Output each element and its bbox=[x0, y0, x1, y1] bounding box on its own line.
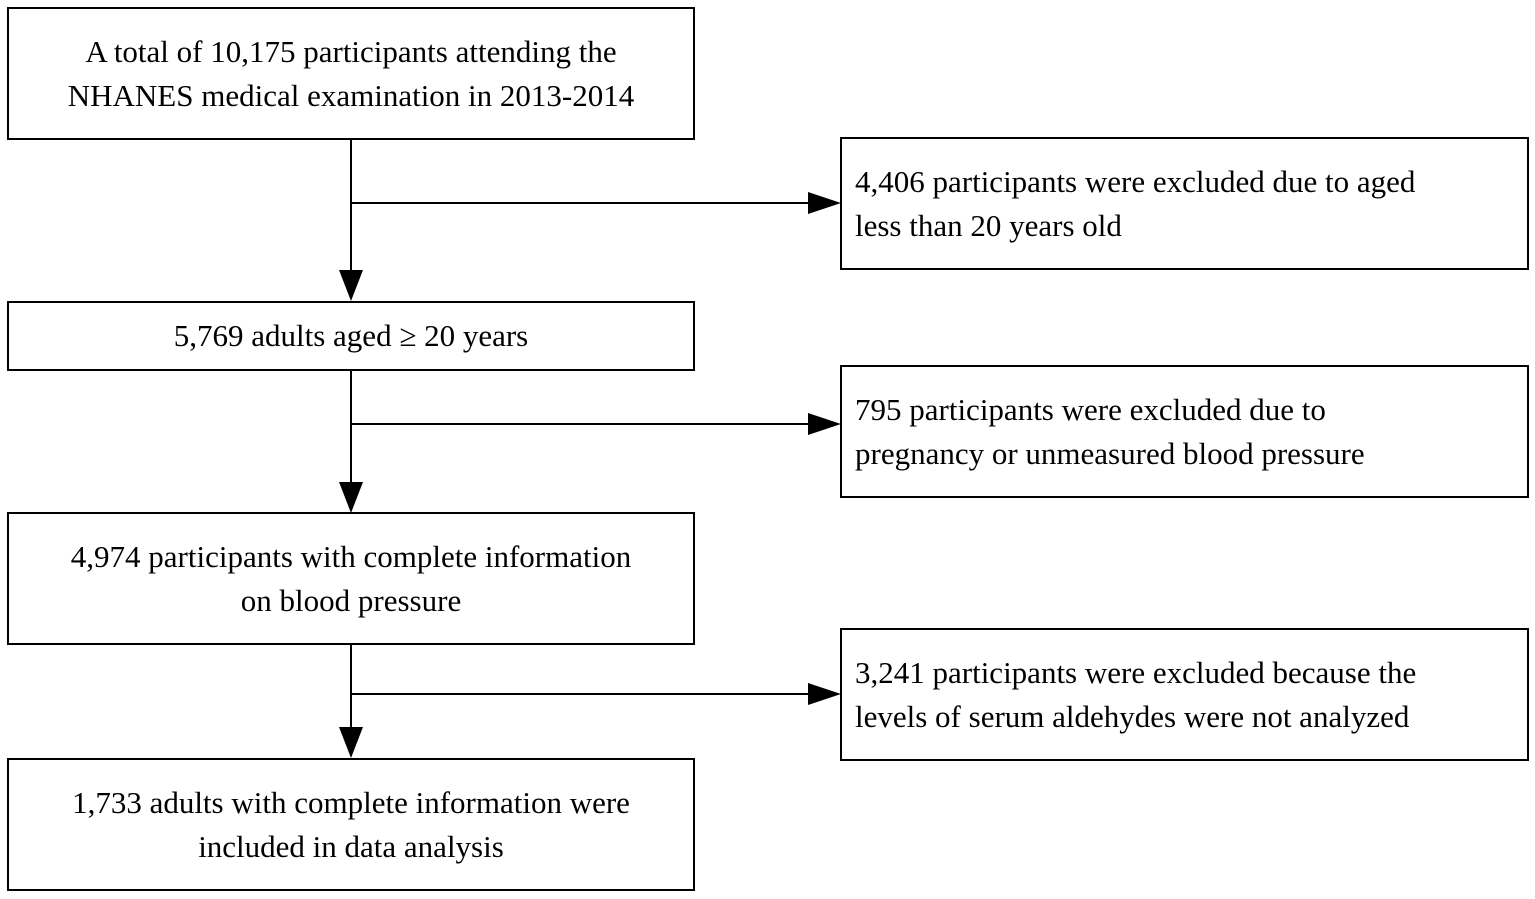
step-final-analysis: 1,733 adults with complete information w… bbox=[7, 758, 695, 891]
arrowhead-right-1 bbox=[808, 192, 841, 214]
exclusion-aldehydes-line1: 3,241 participants were excluded because… bbox=[855, 655, 1417, 691]
exclusion-age-line2: less than 20 years old bbox=[855, 207, 1122, 243]
step-final-analysis-line2: included in data analysis bbox=[198, 828, 504, 864]
step-adults-aged-20: 5,769 adults aged ≥ 20 years bbox=[7, 301, 695, 371]
arrowhead-right-2 bbox=[808, 413, 841, 435]
exclusion-pregnancy: 795 participants were excluded due to pr… bbox=[840, 365, 1529, 498]
step-complete-blood-pressure-line2: on blood pressure bbox=[240, 582, 462, 618]
exclusion-age-line1: 4,406 participants were excluded due to … bbox=[855, 164, 1416, 200]
step-total-participants-line2: NHANES medical examination in 2013-2014 bbox=[67, 77, 635, 113]
step-complete-blood-pressure-line1: 4,974 participants with complete informa… bbox=[70, 539, 632, 575]
step-adults-aged-20-line1: 5,769 adults aged ≥ 20 years bbox=[173, 318, 529, 354]
arrowhead-down-2 bbox=[339, 482, 363, 513]
step-total-participants-line1: A total of 10,175 participants attending… bbox=[85, 34, 617, 70]
exclusion-aldehydes-line2: levels of serum aldehydes were not analy… bbox=[855, 698, 1410, 734]
step-total-participants: A total of 10,175 participants attending… bbox=[7, 7, 695, 140]
step-complete-blood-pressure: 4,974 participants with complete informa… bbox=[7, 512, 695, 645]
exclusion-pregnancy-line1: 795 participants were excluded due to bbox=[855, 392, 1326, 428]
exclusion-age: 4,406 participants were excluded due to … bbox=[840, 137, 1529, 270]
exclusion-aldehydes: 3,241 participants were excluded because… bbox=[840, 628, 1529, 761]
arrowhead-down-3 bbox=[339, 727, 363, 758]
arrowhead-down-1 bbox=[339, 270, 363, 301]
step-final-analysis-line1: 1,733 adults with complete information w… bbox=[72, 785, 630, 821]
arrowhead-right-3 bbox=[808, 683, 841, 705]
exclusion-pregnancy-line2: pregnancy or unmeasured blood pressure bbox=[855, 435, 1365, 471]
